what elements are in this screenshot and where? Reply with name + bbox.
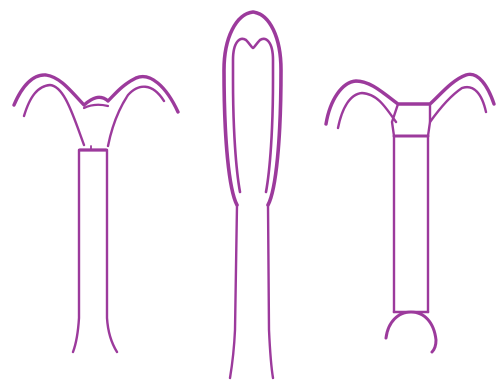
left-arm-inner-arc-right xyxy=(108,87,164,146)
right-arm-inner-arc-right xyxy=(430,87,486,122)
right-arms xyxy=(326,74,494,128)
middle-inner-loop xyxy=(233,39,273,192)
middle-stem-left xyxy=(230,205,237,378)
left-stem-right xyxy=(107,150,117,352)
right-base-arc xyxy=(386,312,436,352)
figure-right-t-shape xyxy=(326,74,494,352)
left-arm-outer-arc xyxy=(14,75,178,112)
left-stem-left xyxy=(73,150,79,352)
middle-stem-right xyxy=(268,205,273,378)
right-arm-inner-arc xyxy=(338,93,396,128)
left-waist xyxy=(84,105,108,108)
right-collar xyxy=(392,104,430,136)
left-arms xyxy=(14,75,178,146)
figure-middle-loop-shape xyxy=(224,12,281,378)
figure-left-t-shape xyxy=(14,75,178,352)
